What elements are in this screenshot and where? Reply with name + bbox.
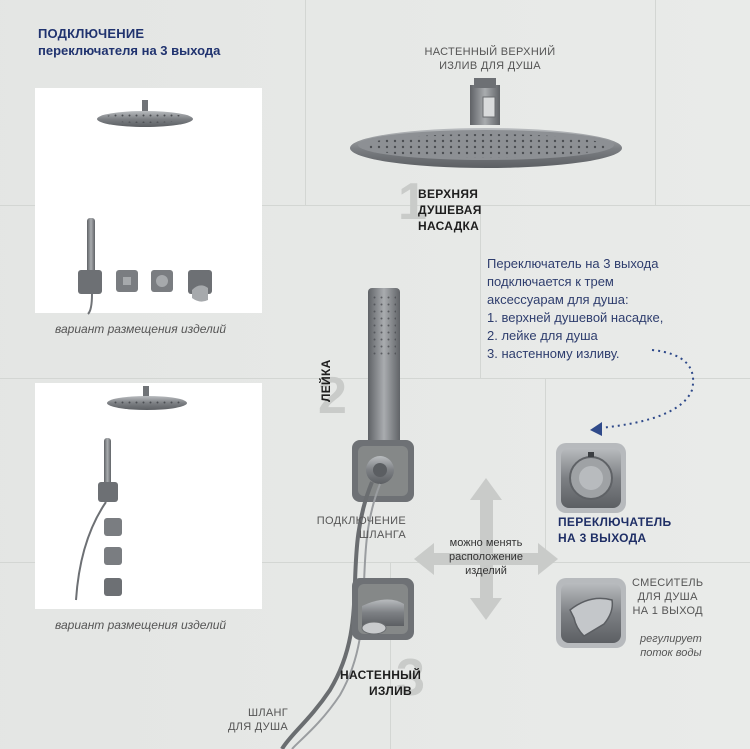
tile-seam [545,378,546,562]
hose-connection-label: ПОДКЛЮЧЕНИЕ ШЛАНГА [306,514,406,542]
hose-connection-line2: ШЛАНГА [359,529,406,541]
rearrange-line1: можно менять [449,537,523,549]
shower-hose-icon [280,481,381,749]
hose-label-line2: ДЛЯ ДУША [227,721,288,733]
mixer-label-line1: СМЕСИТЕЛЬ [632,577,704,589]
variant-caption-1: вариант размещения изделий [55,322,227,336]
rearrange-line2: расположение [449,551,523,563]
tile-seam [305,0,306,205]
mixer-note: регулирует поток воды [640,632,702,660]
tile-seam [655,0,656,205]
tile-seam [480,205,481,378]
top-spout-label-line1: НАСТЕННЫЙ ВЕРХНИЙ [424,46,556,58]
hand-shower-icon [352,288,414,502]
variant-panel-2 [35,383,262,609]
item-number-2: 2 [318,367,347,425]
three-way-switch-icon [556,443,626,513]
variant-2-products [75,386,187,601]
overhead-shower-label-line3: НАСАДКА [418,219,480,233]
rearrange-line3: изделий [465,565,507,577]
mixer-label-line3: НА 1 ВЫХОД [632,605,703,617]
item-number-3: 3 [396,649,425,707]
overhead-shower-label-line1: ВЕРХНЯЯ [418,187,479,201]
single-outlet-mixer-icon [556,578,626,648]
mixer-label: СМЕСИТЕЛЬ ДЛЯ ДУША НА 1 ВЫХОД [632,576,703,618]
wall-spout-label: НАСТЕННЫЙ ИЗЛИВ [340,667,422,699]
switch-label-line1: ПЕРЕКЛЮЧАТЕЛЬ [558,515,672,529]
four-way-arrow-icon [414,478,558,620]
info-line-1: Переключатель на 3 выхода [487,256,659,271]
overhead-shower-label: ВЕРХНЯЯ ДУШЕВАЯ НАСАДКА [418,186,482,234]
rain-shower-head-icon [350,78,622,168]
mixer-note-line2: поток воды [640,647,702,659]
switch-label: ПЕРЕКЛЮЧАТЕЛЬ НА 3 ВЫХОДА [558,514,671,546]
overhead-shower-label-line2: ДУШЕВАЯ [418,203,482,217]
variant-1-products [78,100,212,315]
info-line-2: подключается к трем [487,274,614,289]
info-line-4: 1. верхней душевой насадке, [487,310,664,325]
top-spout-label-line2: ИЗЛИВ ДЛЯ ДУША [439,60,541,72]
wall-spout-label-line2: ИЗЛИВ [368,684,412,698]
info-line-3: аксессуарам для душа: [487,292,629,307]
info-line-6: 3. настенному изливу. [487,346,620,361]
hose-label-line1: ШЛАНГ [247,707,288,719]
switch-label-line2: НА 3 ВЫХОДА [558,531,647,545]
mixer-note-line1: регулирует [640,633,702,645]
variant-caption-2: вариант размещения изделий [55,618,227,632]
rearrange-note: можно менять расположение изделий [428,536,544,578]
item-number-1: 1 [398,173,427,231]
switch-info-text: Переключатель на 3 выхода подключается к… [487,255,663,363]
hand-shower-label: ЛЕЙКА [319,359,333,402]
dotted-pointer-arrow-icon [590,349,695,436]
page-subtitle: переключателя на 3 выхода [38,43,221,58]
hose-label: ШЛАНГ ДЛЯ ДУША [218,706,288,734]
info-line-5: 2. лейке для душа [487,328,598,343]
page-title: ПОДКЛЮЧЕНИЕ [38,26,145,41]
hose-connection-line1: ПОДКЛЮЧЕНИЕ [316,515,406,527]
wall-spout-icon [352,578,414,640]
tile-seam [390,562,391,749]
tile-seam [0,562,750,563]
wall-spout-label-line1: НАСТЕННЫЙ [340,668,422,682]
top-spout-label: НАСТЕННЫЙ ВЕРХНИЙ ИЗЛИВ ДЛЯ ДУША [410,45,570,73]
tile-seam [0,205,750,206]
mixer-label-line2: ДЛЯ ДУША [637,591,698,603]
